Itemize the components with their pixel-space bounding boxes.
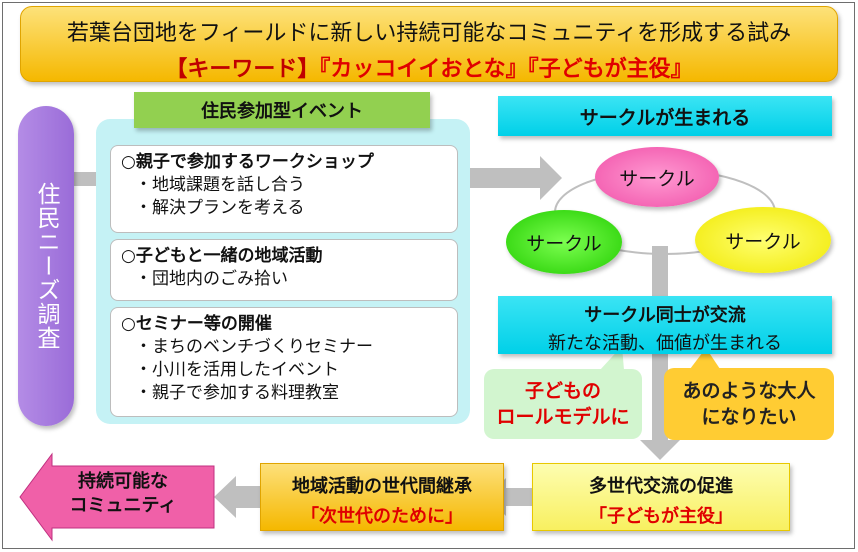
event-card-community: ○子どもと一緒の地域活動 ・団地内のごみ拾い — [110, 239, 458, 301]
keyword-children-lead: 『子どもが主役』 — [527, 57, 693, 82]
adult-aspiration-bubble: あのような大人 になりたい — [664, 368, 834, 440]
title-main: 若葉台団地をフィールドに新しい持続可能なコミュニティを形成する試み — [66, 21, 792, 46]
role-model-line2: ロールモデルに — [496, 406, 630, 428]
circle-exchange-box: サークル同士が交流 新たな活動、価値が生まれる — [498, 296, 832, 354]
resident-needs-survey: 住民ニーズ調査 — [18, 106, 74, 426]
exchange-subtitle: 新たな活動、価値が生まれる — [548, 333, 782, 354]
event-card-workshop: ○親子で参加するワークショップ ・地域課題を話し合う ・解決プランを考える — [110, 145, 458, 233]
event-card-item: ・地域課題を話し合う — [135, 175, 305, 195]
adult-line2: になりたい — [701, 406, 797, 428]
event-card-title: ○親子で参加するワークショップ — [121, 152, 374, 172]
keyword-label: 【キーワード】 — [165, 57, 320, 82]
succession-subtitle: 「次世代のために」 — [301, 506, 463, 527]
event-card-item: ・親子で参加する料理教室 — [135, 383, 339, 403]
circle-node-green: サークル — [506, 210, 622, 274]
event-card-item: ・団地内のごみ拾い — [135, 269, 288, 289]
succession-box: 地域活動の世代間継承 「次世代のために」 — [260, 463, 504, 531]
succession-title: 地域活動の世代間継承 — [292, 476, 472, 497]
circle-node-yellow: サークル — [695, 207, 831, 273]
exchange-title: サークル同士が交流 — [584, 305, 746, 326]
event-card-item: ・解決プランを考える — [135, 198, 305, 218]
event-panel: ○親子で参加するワークショップ ・地域課題を話し合う ・解決プランを考える ○子… — [96, 119, 470, 424]
sustainable-line1: 持続可能な — [78, 471, 168, 492]
title-banner: 若葉台団地をフィールドに新しい持続可能なコミュニティを形成する試み 【キーワード… — [20, 6, 838, 82]
role-model-line1: 子どもの — [524, 380, 601, 402]
role-model-bubble: 子どもの ロールモデルに — [484, 369, 642, 439]
circle-node-pink: サークル — [595, 147, 719, 207]
arrow-events-to-circles — [470, 156, 562, 200]
circle-header: サークルが生まれる — [498, 96, 832, 136]
arrow-succession-to-sustainable — [214, 476, 260, 518]
event-card-item: ・小川を活用したイベント — [135, 360, 339, 380]
event-card-seminar: ○セミナー等の開催 ・まちのベンチづくりセミナー ・小川を活用したイベント ・親… — [110, 307, 458, 417]
event-card-title: ○子どもと一緒の地域活動 — [121, 246, 323, 266]
multigenerational-box: 多世代交流の促進 「子どもが主役」 — [532, 463, 790, 531]
event-card-item: ・まちのベンチづくりセミナー — [135, 337, 373, 357]
multigen-subtitle: 「子どもが主役」 — [589, 506, 733, 527]
connector-survey-events — [74, 172, 98, 186]
sustainable-line2: コミュニティ — [69, 495, 177, 516]
title-keywords: 【キーワード】『カッコイイおとな』『子どもが主役』 — [21, 51, 837, 83]
multigen-title: 多世代交流の促進 — [589, 476, 733, 497]
keyword-cool-adult: 『カッコイイおとな』 — [319, 57, 528, 82]
event-card-title: ○セミナー等の開催 — [121, 314, 272, 334]
event-header: 住民参加型イベント — [134, 92, 430, 128]
bubble-adult-tail — [690, 348, 720, 369]
sustainable-arrow-shape — [19, 452, 215, 542]
survey-label: 住民ニーズ調査 — [33, 182, 59, 350]
sustainable-community-label: 持続可能な コミュニティ — [48, 470, 198, 518]
adult-line1: あのような大人 — [682, 380, 816, 402]
